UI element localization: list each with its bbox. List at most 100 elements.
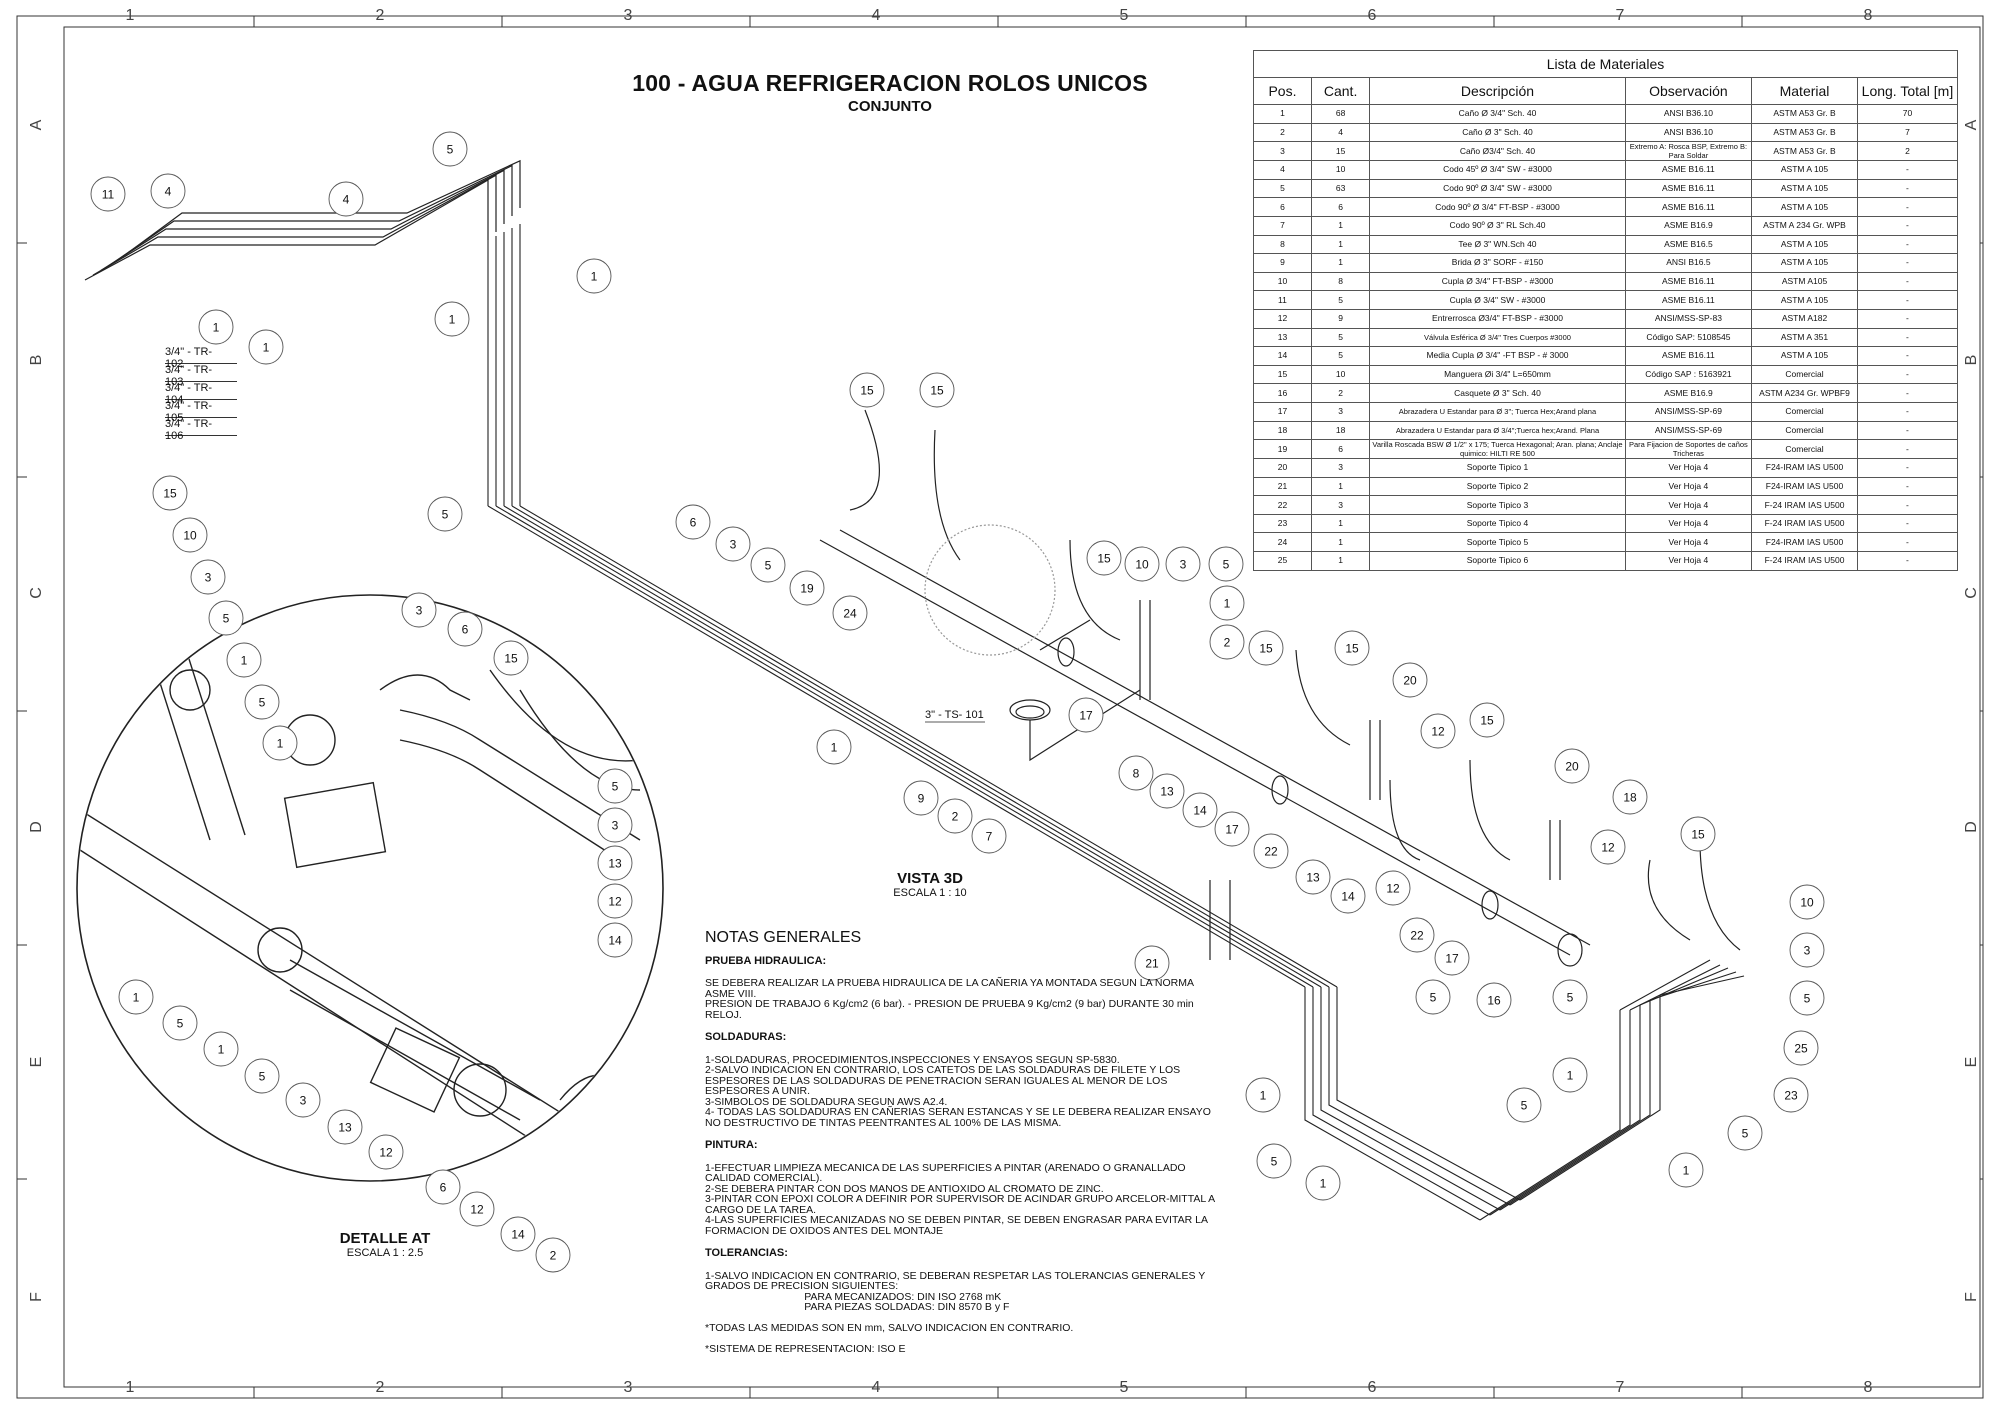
balloon-number: 8 (1133, 767, 1140, 781)
item-balloon: 1 (118, 979, 154, 1015)
general-notes: NOTAS GENERALES PRUEBA HIDRAULICA:SE DEB… (705, 930, 1225, 1355)
item-balloon: 1 (262, 725, 298, 761)
detalle-at-name: DETALLE AT (339, 1230, 431, 1247)
balloon-number: 22 (1410, 929, 1424, 943)
bom-cell: ASTM A234 Gr. WPBF9 (1751, 383, 1858, 403)
balloon-number: 1 (277, 737, 284, 751)
bom-cell: Código SAP: 5108545 (1624, 327, 1753, 348)
bom-cell: 70 (1856, 104, 1959, 124)
balloon-number: 1 (133, 991, 140, 1005)
bom-cell: ASTM A 234 Gr. WPB (1751, 215, 1858, 236)
item-balloon: 19 (789, 570, 825, 606)
bom-cell: 1 (1310, 513, 1371, 534)
bom-cell: ANSI B16.5 (1624, 253, 1753, 273)
bom-cell: 2 (1310, 383, 1371, 403)
bom-cell: Ver Hoja 4 (1624, 458, 1753, 478)
item-balloon: 12 (597, 883, 633, 919)
bom-cell: Caño Ø 3" Sch. 40 (1369, 122, 1626, 143)
bom-cell: 9 (1310, 308, 1371, 329)
item-balloon: 1 (1245, 1077, 1281, 1113)
bom-cell: - (1856, 253, 1959, 273)
bom-cell: 22 (1253, 495, 1312, 515)
bom-cell: - (1856, 458, 1959, 478)
balloon-number: 1 (1320, 1177, 1327, 1191)
item-balloon: 15 (1469, 702, 1505, 738)
frame-column-label: 5 (1120, 7, 1129, 24)
balloon-number: 2 (1224, 636, 1231, 650)
item-balloon: 5 (244, 1058, 280, 1094)
item-balloon: 11 (90, 176, 126, 212)
item-balloon: 22 (1399, 917, 1435, 953)
item-balloon: 14 (500, 1216, 536, 1252)
bom-cell: Caño Ø 3/4" Sch. 40 (1369, 104, 1626, 124)
bom-cell: - (1856, 234, 1959, 255)
bom-cell: 2 (1253, 122, 1312, 143)
frame-row-label: A (1963, 119, 1980, 130)
balloon-number: 1 (263, 341, 270, 355)
item-balloon: 12 (1420, 713, 1456, 749)
drawing-title-block: 100 - AGUA REFRIGERACION ROLOS UNICOS CO… (560, 70, 1220, 115)
balloon-number: 19 (800, 582, 814, 596)
bom-cell: Ver Hoja 4 (1624, 551, 1753, 571)
bom-cell: ASME B16.11 (1624, 346, 1753, 366)
bom-cell: - (1856, 346, 1959, 366)
balloon-number: 13 (1306, 871, 1320, 885)
item-balloon: 5 (427, 496, 463, 532)
item-balloon: 2 (937, 798, 973, 834)
balloon-number: 12 (608, 895, 622, 909)
item-balloon: 17 (1434, 940, 1470, 976)
item-balloon: 25 (1783, 1030, 1819, 1066)
line-label: 3/4" - TR- 103 (165, 364, 237, 388)
balloon-number: 14 (1341, 890, 1355, 904)
item-balloon: 23 (1773, 1077, 1809, 1113)
frame-column-label: 3 (624, 1379, 633, 1396)
item-balloon: 10 (1124, 546, 1160, 582)
line-label: 3/4" - TR- 106 (165, 418, 237, 442)
frame-column-label: 7 (1616, 1379, 1625, 1396)
bom-cell: ASME B16.11 (1624, 290, 1753, 310)
line-labels: 3/4" - TR- 102 3/4" - TR- 103 3/4" - TR-… (165, 346, 237, 442)
bom-cell: 11 (1253, 290, 1312, 310)
balloon-number: 1 (241, 654, 248, 668)
bom-cell: 18 (1310, 420, 1371, 441)
item-balloon: 6 (447, 611, 483, 647)
bom-cell: 14 (1253, 346, 1312, 366)
bom-cell: - (1856, 401, 1959, 422)
balloon-number: 15 (1691, 828, 1705, 842)
bom-cell: - (1856, 290, 1959, 310)
balloon-number: 1 (1260, 1089, 1267, 1103)
bom-cell: Entrerrosca Ø3/4" FT-BSP - #3000 (1369, 308, 1626, 329)
notes-section-text: 1-SALVO INDICACION EN CONTRARIO, SE DEBE… (705, 1269, 1206, 1355)
balloon-number: 3 (205, 571, 212, 585)
item-balloon: 5 (1727, 1115, 1763, 1151)
notes-section-title: PRUEBA HIDRAULICA: (705, 954, 827, 967)
pipe-segment (84, 178, 489, 281)
item-balloon: 15 (493, 640, 529, 676)
item-balloon: 14 (597, 922, 633, 958)
bom-cell: ASTM A53 Gr. B (1751, 104, 1858, 124)
balloon-number: 15 (1345, 642, 1359, 656)
bom-cell: Soporte Tipico 4 (1369, 513, 1626, 534)
bom-cell: ANSI B36.10 (1624, 122, 1753, 143)
item-balloon: 20 (1554, 748, 1590, 784)
frame-row-label: D (28, 821, 45, 833)
bom-cell: 15 (1310, 141, 1371, 162)
balloon-number: 13 (1160, 785, 1174, 799)
bom-cell: - (1856, 327, 1959, 348)
bom-caption: Lista de Materiales (1253, 50, 1958, 77)
frame-column-label: 4 (872, 7, 881, 24)
bom-cell: ASTM A 105 (1751, 346, 1858, 366)
bom-cell: 9 (1253, 253, 1312, 273)
item-balloon: 2 (535, 1237, 571, 1273)
bom-cell: Para Fijacion de Soportes de caños Trich… (1624, 439, 1753, 460)
bom-cell: Cupla Ø 3/4" FT-BSP - #3000 (1369, 271, 1626, 292)
item-balloon: 3 (190, 559, 226, 595)
item-balloon: 15 (849, 372, 885, 408)
bom-cell: - (1856, 178, 1959, 199)
